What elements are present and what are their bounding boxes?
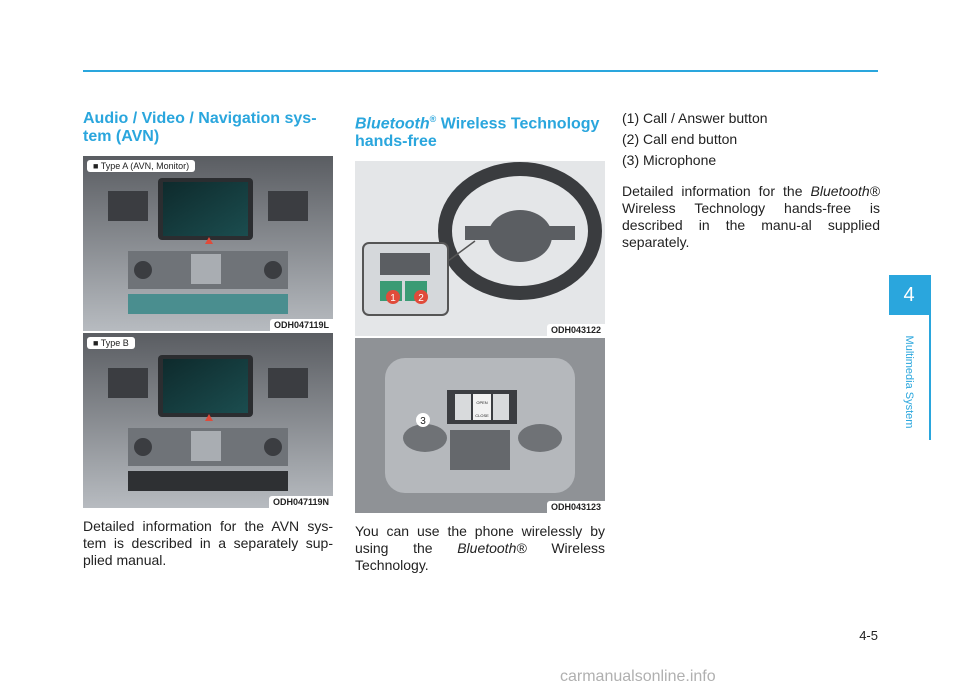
- callout-1: 1: [390, 293, 396, 304]
- steering-wheel-illustration: 1 2: [355, 161, 605, 337]
- bluetooth-heading-brand: Bluetooth: [355, 115, 430, 133]
- figure-code: ODH043123: [546, 501, 605, 514]
- bluetooth-heading: Bluetooth® Wireless Technology hands-fre…: [355, 110, 605, 151]
- dashboard-avn-illustration: [83, 156, 333, 331]
- detail-text: Detailed information for the Bluetooth® …: [622, 183, 880, 251]
- avn-figure-type-b: ■ Type B ODH047119N: [83, 333, 333, 508]
- callout-3: 3: [420, 416, 426, 427]
- bluetooth-body-pre: You can use the phone wirelessly by usin…: [355, 523, 605, 557]
- dashboard-type-b-illustration: [83, 333, 333, 508]
- callout-2: 2: [418, 293, 424, 304]
- section-tab: Multimedia System: [890, 322, 928, 442]
- overhead-console-figure: OPEN CLOSE 3 ODH043123: [355, 338, 605, 514]
- figure-type-b-label: ■ Type B: [87, 337, 135, 349]
- bluetooth-body-brand: Bluetooth®: [457, 540, 527, 557]
- figure-code: ODH043122: [546, 324, 605, 337]
- avn-heading: Audio / Video / Navigation sys-tem (AVN): [83, 110, 317, 145]
- figure-code: ODH047119N: [268, 496, 333, 508]
- detail-brand: Bluetooth®: [810, 183, 880, 199]
- page-number: 4-5: [859, 628, 878, 643]
- list-item-call-end: (2) Call end button: [622, 131, 738, 147]
- button-list-column: (1) Call / Answer button (2) Call end bu…: [622, 110, 880, 255]
- avn-body-text: Detailed information for the AVN sys-tem…: [83, 518, 333, 568]
- bluetooth-heading-rest: Wireless Technology hands-free: [355, 115, 600, 151]
- avn-column: Audio / Video / Navigation sys-tem (AVN): [83, 110, 333, 569]
- figure-code: ODH047119L: [269, 319, 333, 331]
- list-item-microphone: (3) Microphone: [622, 152, 717, 168]
- list-item-call-answer: (1) Call / Answer button: [622, 110, 768, 126]
- top-rule: [83, 70, 878, 72]
- registered-mark: ®: [429, 114, 437, 124]
- detail-post: Wireless Technology hands-free is descri…: [622, 200, 880, 250]
- watermark: carmanualsonline.info: [560, 668, 716, 685]
- section-bar: [929, 275, 931, 440]
- bluetooth-body-text: You can use the phone wirelessly by usin…: [355, 523, 605, 574]
- overhead-open-label: OPEN: [476, 400, 487, 405]
- section-title: Multimedia System: [903, 335, 915, 429]
- bluetooth-body-post: Wireless Technology.: [355, 540, 605, 574]
- figure-type-a-label: ■ Type A (AVN, Monitor): [87, 160, 196, 172]
- overhead-close-label: CLOSE: [475, 413, 489, 418]
- detail-pre: Detailed information for the: [622, 183, 811, 199]
- bluetooth-column: Bluetooth® Wireless Technology hands-fre…: [355, 110, 605, 574]
- steering-wheel-figure: 1 2 ODH043122: [355, 161, 605, 337]
- chapter-tab: 4: [889, 275, 929, 315]
- overhead-console-illustration: OPEN CLOSE 3: [355, 338, 605, 514]
- avn-figure-type-a: ■ Type A (AVN, Monitor) ODH047119L: [83, 156, 333, 331]
